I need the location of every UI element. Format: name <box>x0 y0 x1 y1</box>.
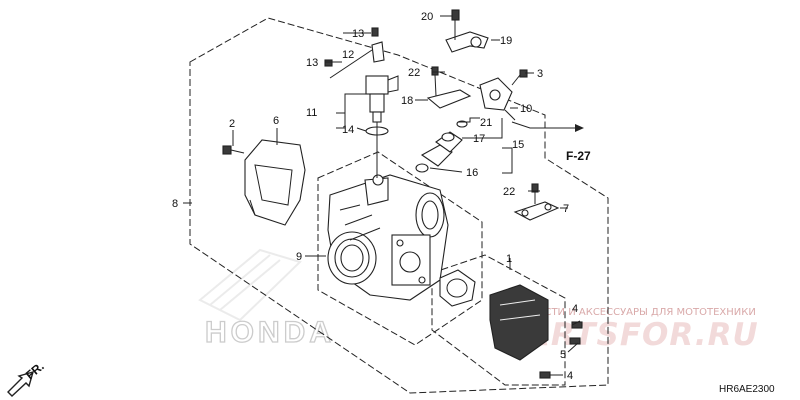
callout-10: 10 <box>520 103 532 115</box>
callout-2: 2 <box>229 118 235 130</box>
sensor-11 <box>324 27 399 178</box>
callout-18: 18 <box>401 95 413 107</box>
callout-22b: 22 <box>503 186 515 198</box>
outer-boundary <box>189 17 609 394</box>
callout-1: 1 <box>506 253 512 265</box>
callout-15: 15 <box>512 139 524 151</box>
sensor-unit <box>489 284 549 361</box>
honda-watermark: HONDA <box>205 316 335 349</box>
cover-part <box>244 139 306 226</box>
injector-assembly <box>426 69 528 121</box>
callout-3: 3 <box>537 68 543 80</box>
bolt-22-top <box>431 66 439 97</box>
gasket <box>439 269 476 307</box>
callout-21: 21 <box>480 117 492 129</box>
callout-19: 19 <box>500 35 512 47</box>
callout-16: 16 <box>466 167 478 179</box>
callout-13b: 13 <box>306 57 318 69</box>
callout-8: 8 <box>172 198 178 210</box>
ref-arrow <box>511 121 584 132</box>
sensor-boundary <box>431 254 566 386</box>
callout-4b: 4 <box>567 370 573 382</box>
bolt-2 <box>222 145 245 155</box>
direction-arrow <box>7 370 35 397</box>
callout-9: 9 <box>296 251 302 263</box>
throttle-boundary <box>317 151 483 346</box>
callout-20: 20 <box>421 11 433 23</box>
diagram-code: HR6AE2300 <box>719 384 775 395</box>
callout-12: 12 <box>342 49 354 61</box>
leader-lines <box>183 15 581 376</box>
callout-17: 17 <box>473 133 485 145</box>
callout-4a: 4 <box>572 303 578 315</box>
callout-6: 6 <box>273 115 279 127</box>
injector-15 <box>415 120 468 173</box>
ref-label: F-27 <box>566 149 591 163</box>
callout-11: 11 <box>306 107 317 119</box>
callout-7: 7 <box>563 203 569 215</box>
clamp-19 <box>445 9 489 53</box>
plate-7 <box>513 183 560 221</box>
site-text-watermark: ЗАПЧАСТИ И АКСЕССУАРЫ ДЛЯ МОТОТЕХНИКИ <box>510 307 756 318</box>
callout-14: 14 <box>342 124 354 136</box>
callout-5: 5 <box>560 349 566 361</box>
callout-13a: 13 <box>352 28 364 40</box>
callout-22a: 22 <box>408 67 420 79</box>
throttle-body <box>327 174 449 301</box>
honda-wing-watermark <box>198 248 302 322</box>
